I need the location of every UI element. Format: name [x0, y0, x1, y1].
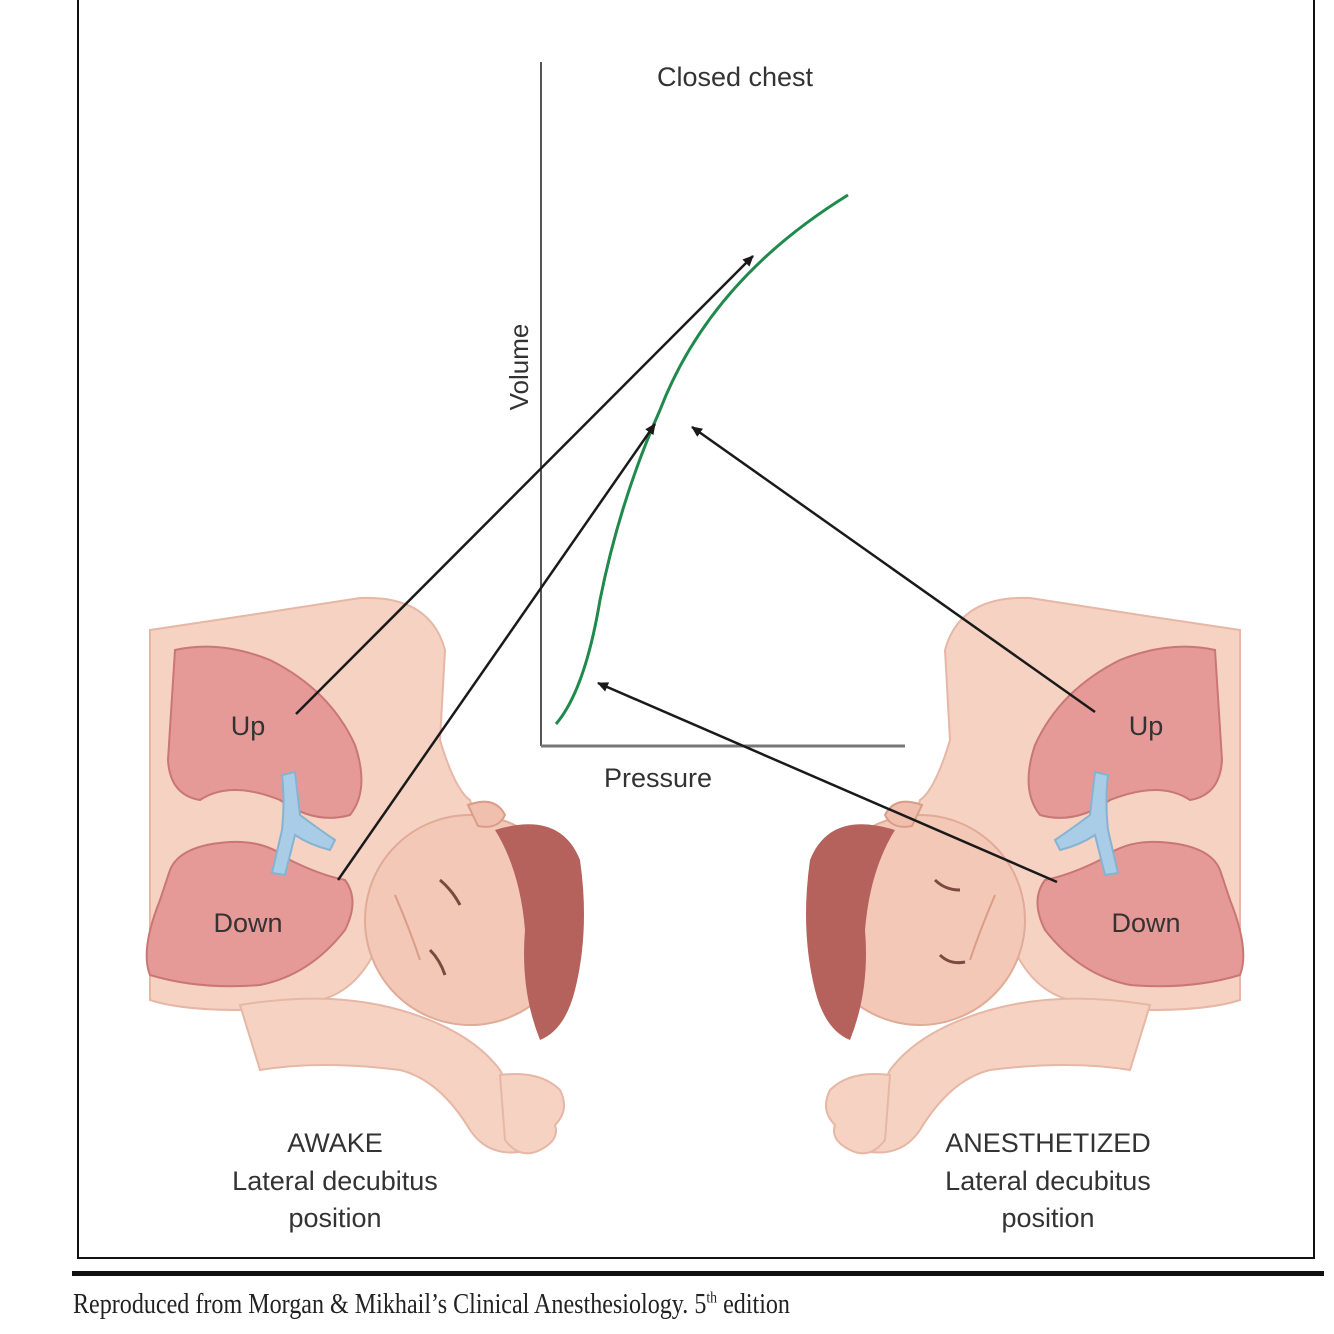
awake-caption-line2: Lateral decubitus — [232, 1166, 438, 1196]
awake-hand — [500, 1074, 564, 1153]
caption-divider — [72, 1271, 1324, 1276]
source-caption: Reproduced from Morgan & Mikhail’s Clini… — [73, 1289, 790, 1321]
x-axis-label: Pressure — [604, 763, 712, 793]
awake-patient — [147, 598, 584, 1153]
awake-lung-up-label: Up — [231, 711, 266, 741]
anesthetized-patient — [806, 598, 1243, 1153]
awake-lung-down-label: Down — [213, 908, 282, 938]
anesthetized-caption: ANESTHETIZED Lateral decubitus position — [945, 1128, 1151, 1233]
anesthetized-hand — [826, 1074, 890, 1153]
anesthetized-caption-line1: ANESTHETIZED — [945, 1128, 1151, 1158]
source-superscript: th — [706, 1290, 717, 1307]
compliance-curve — [556, 195, 848, 724]
graph-title: Closed chest — [657, 62, 814, 92]
arrow-anesthetized-up — [692, 427, 1095, 712]
anesthetized-caption-line3: position — [1001, 1203, 1094, 1233]
awake-caption-line3: position — [288, 1203, 381, 1233]
source-text: Reproduced from Morgan & Mikhail’s Clini… — [73, 1289, 706, 1320]
anesthetized-caption-line2: Lateral decubitus — [945, 1166, 1151, 1196]
anesthetized-lung-down-label: Down — [1111, 908, 1180, 938]
pressure-volume-graph: Closed chest Volume Pressure — [504, 62, 905, 793]
source-suffix: edition — [717, 1289, 790, 1320]
awake-caption: AWAKE Lateral decubitus position — [232, 1128, 438, 1233]
anesthetized-lung-up-label: Up — [1129, 711, 1164, 741]
lung-compliance-figure: Closed chest Volume Pressure Up Down Up … — [0, 0, 1334, 1270]
awake-caption-line1: AWAKE — [287, 1128, 383, 1158]
y-axis-label: Volume — [504, 324, 534, 411]
